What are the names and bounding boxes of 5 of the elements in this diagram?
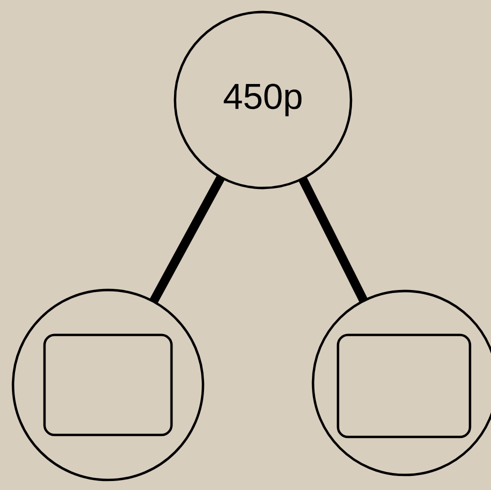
- connector-line: [298, 176, 368, 303]
- rounded-box: [43, 334, 173, 436]
- rounded-box: [336, 334, 472, 438]
- connector-line: [150, 175, 225, 304]
- circle: [12, 288, 204, 482]
